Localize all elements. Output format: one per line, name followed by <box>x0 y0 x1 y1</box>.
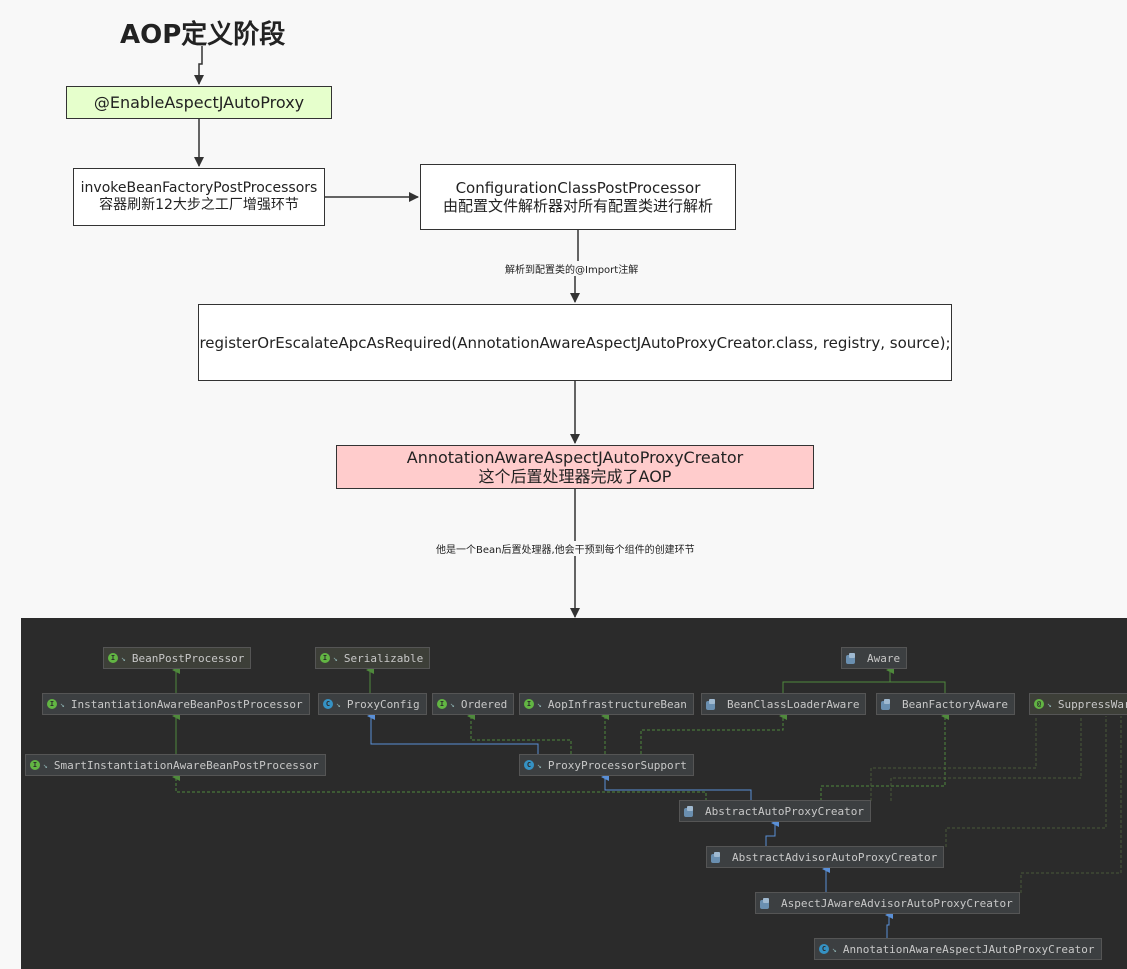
proxy-config-node: C ↘ ProxyConfig <box>318 693 427 715</box>
abstract-class-icon <box>711 851 722 863</box>
node-label: InstantiationAwareBeanPostProcessor <box>70 697 303 711</box>
proxy-creator-desc: 这个后置处理器完成了AOP <box>478 467 672 486</box>
inheritance-marker-icon: ↘ <box>537 699 542 709</box>
interface-icon: I <box>47 699 57 709</box>
abstract-class-icon <box>846 652 857 664</box>
abstract-class-icon <box>706 698 717 710</box>
inheritance-marker-icon: ↘ <box>333 653 338 663</box>
interface-icon: I <box>437 699 447 709</box>
inheritance-marker-icon: ↘ <box>1047 699 1052 709</box>
node-label: AspectJAwareAdvisorAutoProxyCreator <box>781 896 1013 910</box>
configuration-class-processor-label: ConfigurationClassPostProcessor <box>455 179 701 197</box>
title-to-enable-arrow <box>194 46 204 85</box>
node-label: ProxyProcessorSupport <box>547 758 687 772</box>
inheritance-marker-icon: ↘ <box>537 760 542 770</box>
interface-icon: I <box>524 699 534 709</box>
abstract-class-icon <box>760 897 771 909</box>
abstract-advisor-auto-proxy-creator-node: AbstractAdvisorAutoProxyCreator <box>706 846 945 868</box>
abstract-class-icon <box>881 698 892 710</box>
bean-post-processor-node: I ↘ BeanPostProcessor <box>103 647 252 669</box>
bean-factory-aware-node: BeanFactoryAware <box>876 693 1015 715</box>
annotation-icon: @ <box>1034 699 1044 709</box>
class-icon: C <box>524 760 534 770</box>
bean-class-loader-aware-node: BeanClassLoaderAware <box>701 693 867 715</box>
enable-aspectj-autoproxy-box: @EnableAspectJAutoProxy <box>66 86 332 119</box>
instantiation-aware-node: I ↘ InstantiationAwareBeanPostProcessor <box>42 693 310 715</box>
aspectj-aware-advisor-auto-proxy-creator-node: AspectJAwareAdvisorAutoProxyCreator <box>755 892 1020 914</box>
class-icon: C <box>819 944 829 954</box>
aware-node: Aware <box>841 647 908 669</box>
node-label: Aware <box>867 651 901 665</box>
abstract-class-icon <box>684 805 695 817</box>
proxy-processor-support-node: C ↘ ProxyProcessorSupport <box>519 754 694 776</box>
suppress-warnings-node: @ ↘ SuppressWarnings <box>1029 693 1127 715</box>
serializable-node: I ↘ Serializable <box>315 647 431 669</box>
node-label: BeanClassLoaderAware <box>727 697 860 711</box>
inheritance-marker-icon: ↘ <box>121 653 126 663</box>
smart-instantiation-aware-node: I ↘ SmartInstantiationAwareBeanPostProce… <box>25 754 326 776</box>
class-hierarchy-diagram: I ↘ BeanPostProcessor I ↘ Serializable A… <box>21 618 1127 969</box>
ordered-node: I ↘ Ordered <box>432 693 515 715</box>
import-annotation-label: 解析到配置类的@Import注解 <box>505 261 639 276</box>
invoke-bean-factory-box: invokeBeanFactoryPostProcessors 容器刷新12大步… <box>73 168 325 226</box>
configuration-class-processor-desc: 由配置文件解析器对所有配置类进行解析 <box>442 197 713 215</box>
hierarchy-edges <box>172 666 1122 939</box>
invoke-bean-factory-desc: 容器刷新12大步之工厂增强环节 <box>99 197 299 213</box>
aop-infrastructure-bean-node: I ↘ AopInfrastructureBean <box>519 693 694 715</box>
inheritance-marker-icon: ↘ <box>336 699 341 709</box>
node-label: AopInfrastructureBean <box>547 697 687 711</box>
proxy-creator-label: AnnotationAwareAspectJAutoProxyCreator <box>406 447 744 467</box>
node-label: BeanFactoryAware <box>902 697 1008 711</box>
node-label: BeanPostProcessor <box>131 651 245 665</box>
node-label: ProxyConfig <box>346 697 420 711</box>
node-label: AnnotationAwareAspectJAutoProxyCreator <box>842 942 1095 956</box>
proxy-creator-box: AnnotationAwareAspectJAutoProxyCreator 这… <box>336 445 814 489</box>
enable-aspectj-autoproxy-label: @EnableAspectJAutoProxy <box>93 92 305 112</box>
invoke-bean-factory-label: invokeBeanFactoryPostProcessors <box>80 180 318 197</box>
abstract-auto-proxy-creator-node: AbstractAutoProxyCreator <box>679 800 871 822</box>
inheritance-marker-icon: ↘ <box>832 944 837 954</box>
node-label: SmartInstantiationAwareBeanPostProcessor <box>53 758 319 772</box>
node-label: SuppressWarnings <box>1057 697 1127 711</box>
class-icon: C <box>323 699 333 709</box>
annotation-aware-aspectj-auto-proxy-creator-node: C ↘ AnnotationAwareAspectJAutoProxyCreat… <box>814 938 1102 960</box>
node-label: Ordered <box>460 697 508 711</box>
inheritance-marker-icon: ↘ <box>450 699 455 709</box>
interface-icon: I <box>108 653 118 663</box>
configuration-class-processor-box: ConfigurationClassPostProcessor 由配置文件解析器… <box>420 164 736 230</box>
node-label: AbstractAdvisorAutoProxyCreator <box>732 850 938 864</box>
bean-post-processor-note: 他是一个Bean后置处理器,他会干预到每个组件的创建环节 <box>436 541 695 556</box>
page-title: AOP定义阶段 <box>120 20 286 50</box>
register-call-label: registerOrEscalateApcAsRequired(Annotati… <box>199 333 951 352</box>
inheritance-marker-icon: ↘ <box>43 760 48 770</box>
interface-icon: I <box>30 760 40 770</box>
node-label: AbstractAutoProxyCreator <box>705 804 864 818</box>
register-call-box: registerOrEscalateApcAsRequired(Annotati… <box>198 304 952 381</box>
node-label: Serializable <box>343 651 424 665</box>
interface-icon: I <box>320 653 330 663</box>
inheritance-marker-icon: ↘ <box>60 699 65 709</box>
